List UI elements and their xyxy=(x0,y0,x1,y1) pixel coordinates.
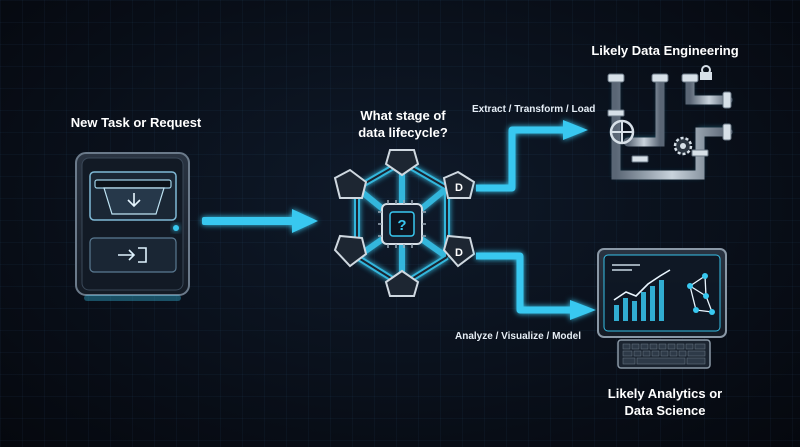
login-slot-icon xyxy=(89,237,177,273)
bottom-branch-arrow xyxy=(476,252,572,314)
hub-node-lower-left xyxy=(333,234,368,268)
pipeline-icon xyxy=(607,65,733,180)
node-d-lower-label: D xyxy=(455,247,463,259)
hub-node-d-upper: D xyxy=(442,170,476,199)
input-arrow xyxy=(202,209,318,233)
center-question-line-1: What stage of xyxy=(360,108,446,123)
keyboard-icon xyxy=(617,339,711,369)
question-chip-icon: ? xyxy=(378,200,426,248)
input-title: New Task or Request xyxy=(70,115,202,130)
bottom-branch-title-line-2: Data Science xyxy=(624,403,706,418)
analytics-screen-icon xyxy=(597,248,727,369)
hub-node-top xyxy=(384,149,420,177)
center-question-line-2: data lifecycle? xyxy=(358,125,448,140)
top-arrow-head xyxy=(563,120,588,140)
mini-bar-chart xyxy=(614,280,664,321)
bottom-branch-title: Likely Analytics or Data Science xyxy=(585,385,745,419)
bottom-branch-title-line-1: Likely Analytics or xyxy=(607,386,723,401)
top-branch-edge-label: Extract / Transform / Load xyxy=(472,104,596,115)
top-branch-title: Likely Data Engineering xyxy=(591,43,739,58)
hub-node-d-lower: D xyxy=(442,234,476,268)
lifecycle-hub: D D ? xyxy=(333,149,476,297)
center-question: What stage of data lifecycle? xyxy=(338,107,468,141)
input-device xyxy=(75,152,190,301)
svg-text:?: ? xyxy=(397,217,406,234)
document-tray-icon xyxy=(89,171,177,221)
hub-node-upper-left xyxy=(333,168,368,199)
top-branch-arrow xyxy=(476,126,565,192)
node-d-upper-label: D xyxy=(455,182,463,194)
hub-node-bottom xyxy=(384,269,420,297)
bottom-branch-edge-label: Analyze / Visualize / Model xyxy=(455,331,581,342)
bottom-arrow-head xyxy=(570,300,596,320)
